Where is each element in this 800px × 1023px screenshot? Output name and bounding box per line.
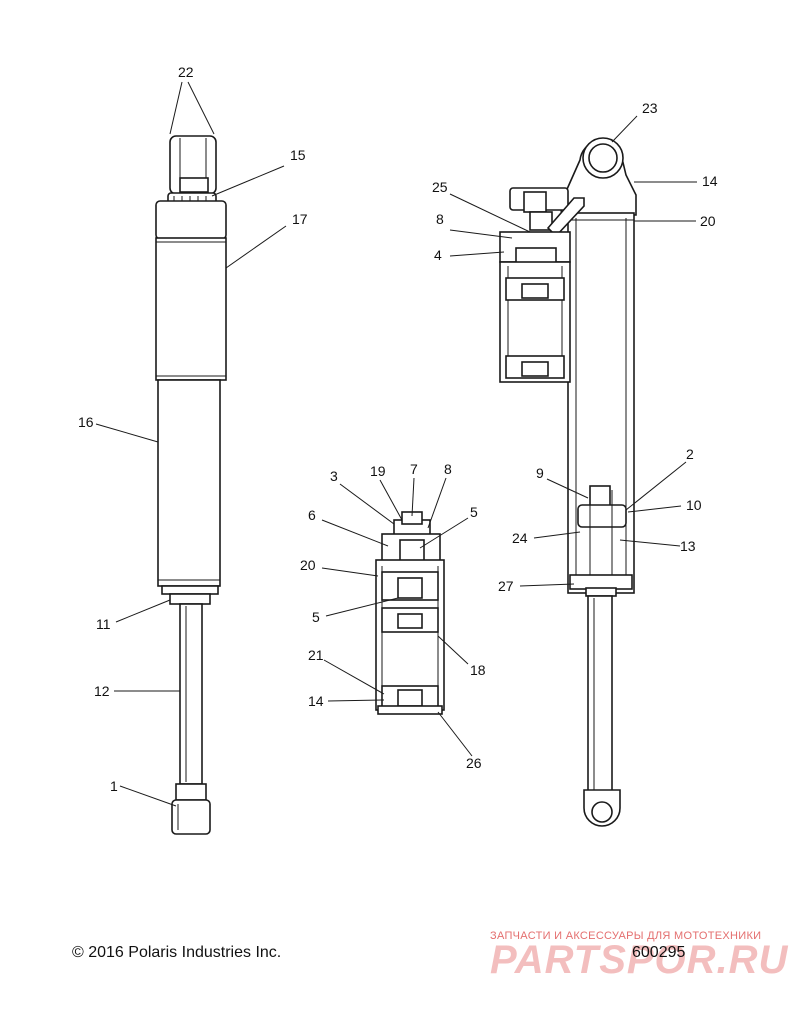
- callout-8-center: 8: [444, 461, 452, 477]
- callout-2: 2: [686, 446, 694, 462]
- callout-3: 3: [330, 468, 338, 484]
- callout-16: 16: [78, 414, 94, 430]
- assembled-shock: [155, 135, 227, 835]
- callout-15: 15: [290, 147, 306, 163]
- callout-26: 26: [466, 755, 482, 771]
- callout-5-lower: 5: [312, 609, 320, 625]
- callout-25: 25: [432, 179, 448, 195]
- callout-19: 19: [370, 463, 386, 479]
- callout-27: 27: [498, 578, 514, 594]
- callout-20-center: 20: [300, 557, 316, 573]
- callout-10: 10: [686, 497, 702, 513]
- callout-labels: 22 15 17 16 11 12 1 23 14 25 20 8 4 9 2 …: [78, 64, 718, 794]
- callout-11: 11: [96, 616, 111, 632]
- watermark-logo: PARTSPOR.RU: [490, 938, 789, 982]
- callout-18: 18: [470, 662, 486, 678]
- callout-17: 17: [292, 211, 308, 227]
- callout-9: 9: [536, 465, 544, 481]
- callout-8-top: 8: [436, 211, 444, 227]
- callout-5-upper: 5: [470, 504, 478, 520]
- part-number: 600295: [632, 944, 686, 961]
- sectioned-shock: [499, 137, 637, 827]
- callout-14-center: 14: [308, 693, 324, 709]
- callout-21: 21: [308, 647, 324, 663]
- callout-7: 7: [410, 461, 418, 477]
- callout-13: 13: [680, 538, 696, 554]
- watermark-tagline: ЗАПЧАСТИ И АКСЕССУАРЫ ДЛЯ МОТОТЕХНИКИ: [490, 930, 762, 942]
- callout-14-top: 14: [702, 173, 718, 189]
- leader-lines: [95, 81, 697, 807]
- callout-20-top: 20: [700, 213, 716, 229]
- callout-1: 1: [110, 778, 118, 794]
- callout-12: 12: [94, 683, 110, 699]
- callout-6: 6: [308, 507, 316, 523]
- callout-23: 23: [642, 100, 658, 116]
- callout-24: 24: [512, 530, 528, 546]
- copyright-text: © 2016 Polaris Industries Inc.: [72, 944, 282, 961]
- callout-4: 4: [434, 247, 442, 263]
- reservoir-detail: [375, 511, 445, 715]
- callout-22: 22: [178, 64, 194, 80]
